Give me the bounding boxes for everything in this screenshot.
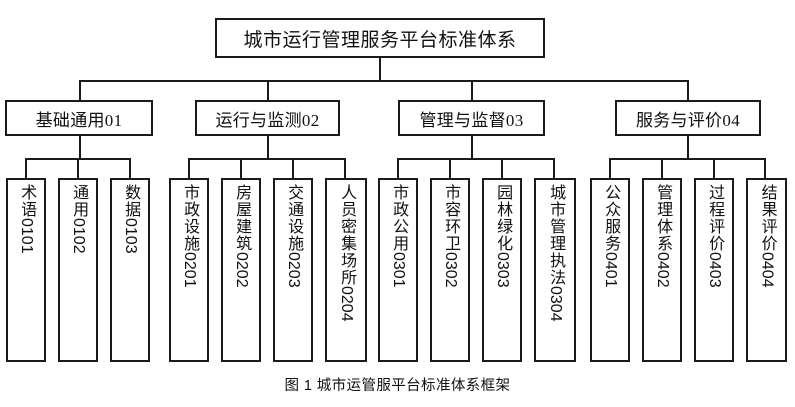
connector-group4-bus	[609, 158, 766, 160]
figure-caption: 图 1 城市运管服平台标准体系框架	[284, 378, 511, 394]
leaf-text-0303: 园林绿化	[494, 184, 512, 252]
category-box-guanli-jiandu: 管理与监督03	[398, 100, 545, 136]
connector-group1-leaf-3	[129, 158, 131, 178]
connector-group4-leaf-2	[661, 158, 663, 178]
leaf-label-0404: 结果评价0404	[758, 184, 776, 288]
category-box-jichu-tongyong: 基础通用01	[5, 100, 153, 136]
connector-level1-bus	[79, 80, 687, 82]
leaf-box-0101: 术语0101	[6, 178, 46, 362]
connector-group3-leaf-1	[397, 158, 399, 178]
leaf-box-0401: 公众服务0401	[590, 178, 630, 362]
category-label-3: 管理与监督03	[419, 110, 524, 130]
leaf-box-0202: 房屋建筑0202	[221, 178, 261, 362]
leaf-text-0402: 管理体系	[654, 184, 672, 252]
leaf-box-0201: 市政设施0201	[169, 178, 209, 362]
connector-category3-stem	[471, 136, 473, 158]
leaf-text-0101: 术语	[18, 184, 36, 218]
leaf-text-0103: 数据	[122, 184, 140, 218]
leaf-label-0304: 城市管理执法0304	[547, 184, 565, 322]
connector-bus-to-category-1	[79, 80, 81, 100]
connector-group3-leaf-2	[449, 158, 451, 178]
leaf-text-0204: 人员密集场所	[338, 184, 356, 286]
leaf-text-0304: 城市管理执法	[547, 184, 565, 286]
connector-root-stem	[379, 58, 381, 80]
connector-group2-bus	[188, 158, 346, 160]
leaf-text-0203: 交通设施	[285, 184, 303, 252]
leaf-code-0404: 0404	[758, 252, 776, 288]
leaf-text-0403: 过程评价	[706, 184, 724, 252]
connector-category1-stem	[79, 136, 81, 158]
leaf-text-0404: 结果评价	[758, 184, 776, 252]
connector-group1-leaf-1	[25, 158, 27, 178]
leaf-box-0103: 数据0103	[110, 178, 150, 362]
leaf-code-0202: 0202	[233, 252, 251, 288]
connector-group1-leaf-2	[77, 158, 79, 178]
leaf-box-0303: 园林绿化0303	[482, 178, 522, 362]
connector-group2-leaf-2	[240, 158, 242, 178]
leaf-label-0101: 术语0101	[18, 184, 36, 254]
leaf-box-0102: 通用0102	[58, 178, 98, 362]
leaf-code-0102: 0102	[70, 218, 88, 254]
leaf-box-0203: 交通设施0203	[273, 178, 313, 362]
leaf-label-0203: 交通设施0203	[285, 184, 303, 288]
leaf-label-0303: 园林绿化0303	[494, 184, 512, 288]
leaf-code-0101: 0101	[18, 218, 36, 254]
leaf-code-0204: 0204	[338, 286, 356, 322]
leaf-text-0201: 市政设施	[181, 184, 199, 252]
leaf-text-0202: 房屋建筑	[233, 184, 251, 252]
category-label-2: 运行与监测02	[215, 110, 320, 130]
connector-group4-leaf-1	[609, 158, 611, 178]
leaf-code-0103: 0103	[122, 218, 140, 254]
leaf-code-0401: 0401	[602, 252, 620, 288]
leaf-box-0302: 市容环卫0302	[430, 178, 470, 362]
root-node-label: 城市运行管理服务平台标准体系	[243, 29, 517, 51]
leaf-code-0304: 0304	[547, 286, 565, 322]
leaf-label-0301: 市政公用0301	[390, 184, 408, 288]
leaf-text-0102: 通用	[70, 184, 88, 218]
leaf-text-0302: 市容环卫	[442, 184, 460, 252]
leaf-label-0401: 公众服务0401	[602, 184, 620, 288]
leaf-code-0201: 0201	[181, 252, 199, 288]
leaf-label-0103: 数据0103	[122, 184, 140, 254]
leaf-code-0302: 0302	[442, 252, 460, 288]
connector-bus-to-category-3	[471, 80, 473, 100]
leaf-text-0301: 市政公用	[390, 184, 408, 252]
connector-bus-to-category-4	[687, 80, 689, 100]
leaf-code-0301: 0301	[390, 252, 408, 288]
leaf-label-0102: 通用0102	[70, 184, 88, 254]
connector-group4-leaf-4	[764, 158, 766, 178]
connector-group4-leaf-3	[713, 158, 715, 178]
leaf-label-0202: 房屋建筑0202	[233, 184, 251, 288]
leaf-code-0303: 0303	[494, 252, 512, 288]
root-node-box: 城市运行管理服务平台标准体系	[215, 18, 545, 58]
category-label-4: 服务与评价04	[635, 110, 741, 130]
connector-category2-stem	[267, 136, 269, 158]
connector-bus-to-category-2	[267, 80, 269, 100]
leaf-label-0204: 人员密集场所0204	[338, 184, 356, 322]
leaf-code-0402: 0402	[654, 252, 672, 288]
leaf-box-0301: 市政公用0301	[378, 178, 418, 362]
connector-group2-leaf-4	[344, 158, 346, 178]
connector-group3-bus	[397, 158, 555, 160]
leaf-code-0403: 0403	[706, 252, 724, 288]
category-label-1: 基础通用01	[35, 110, 123, 130]
leaf-label-0403: 过程评价0403	[706, 184, 724, 288]
leaf-box-0402: 管理体系0402	[642, 178, 682, 362]
leaf-label-0402: 管理体系0402	[654, 184, 672, 288]
leaf-box-0404: 结果评价0404	[746, 178, 787, 362]
leaf-label-0201: 市政设施0201	[181, 184, 199, 288]
leaf-box-0304: 城市管理执法0304	[534, 178, 576, 362]
connector-category4-stem	[687, 136, 689, 158]
category-box-yunxing-jiance: 运行与监测02	[195, 100, 340, 136]
category-box-fuwu-pingjia: 服务与评价04	[615, 100, 761, 136]
connector-group2-leaf-1	[188, 158, 190, 178]
leaf-text-0401: 公众服务	[602, 184, 620, 252]
leaf-box-0403: 过程评价0403	[694, 178, 734, 362]
leaf-label-0302: 市容环卫0302	[442, 184, 460, 288]
leaf-code-0203: 0203	[285, 252, 303, 288]
connector-group3-leaf-4	[553, 158, 555, 178]
leaf-box-0204: 人员密集场所0204	[325, 178, 367, 362]
connector-group2-leaf-3	[292, 158, 294, 178]
connector-group3-leaf-3	[501, 158, 503, 178]
